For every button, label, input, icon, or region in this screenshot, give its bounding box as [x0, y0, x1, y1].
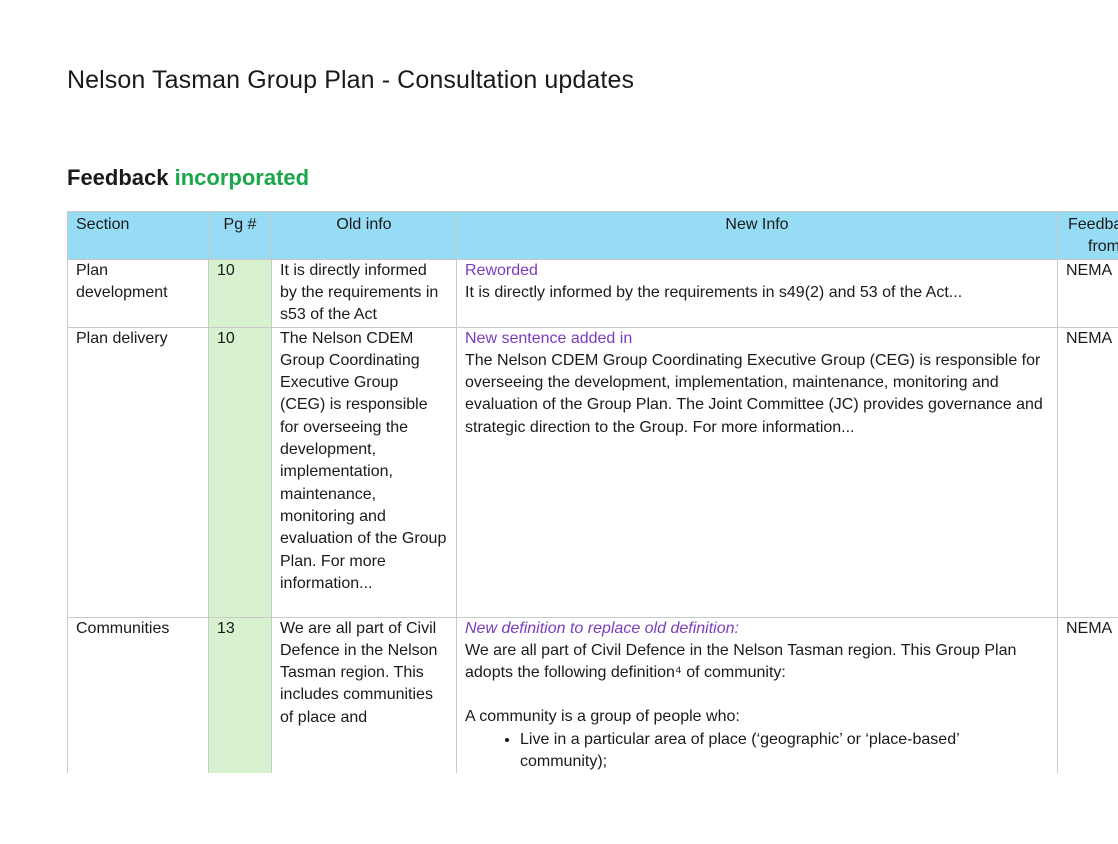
table-row: Plan development 10 It is directly infor… [67, 258, 1118, 328]
section-heading-accent: incorporated [174, 165, 310, 190]
header-section: Section [67, 211, 209, 260]
header-feedback-from: Feedback from [1057, 211, 1118, 260]
section-heading-main: Feedback [67, 165, 169, 190]
change-note: New definition to replace old definition… [465, 619, 739, 637]
cell-old-info: The Nelson CDEM Group Coordinating Execu… [271, 326, 457, 618]
cell-page-number: 10 [208, 258, 272, 328]
cell-section: Plan development [67, 258, 209, 328]
cell-old-info: We are all part of Civil Defence in the … [271, 616, 457, 773]
section-heading: Feedback incorporated [67, 165, 309, 191]
cell-page-number: 10 [208, 326, 272, 618]
feedback-table-container: Section Pg # Old info New Info Feedback … [67, 211, 1118, 773]
cell-section: Communities [67, 616, 209, 773]
feedback-table: Section Pg # Old info New Info Feedback … [67, 211, 1118, 773]
paragraph-spacer [465, 684, 1049, 706]
cell-new-info: Reworded It is directly informed by the … [456, 258, 1058, 328]
cell-feedback-from: NEMA [1057, 326, 1118, 618]
cell-section: Plan delivery [67, 326, 209, 618]
page-title: Nelson Tasman Group Plan - Consultation … [67, 66, 635, 94]
list-item: Live in a particular area of place (‘geo… [520, 729, 1049, 773]
header-new-info: New Info [456, 211, 1058, 260]
header-feedback-line2: from [1088, 238, 1118, 256]
cell-new-info: New sentence added in The Nelson CDEM Gr… [456, 326, 1058, 618]
cell-new-info: New definition to replace old definition… [456, 616, 1058, 773]
new-info-text: We are all part of Civil Defence in the … [465, 641, 1017, 682]
new-info-text: It is directly informed by the requireme… [465, 283, 963, 301]
cell-feedback-from: NEMA [1057, 258, 1118, 328]
header-old-info: Old info [271, 211, 457, 260]
definition-list: Live in a particular area of place (‘geo… [465, 729, 1049, 773]
table-row: Plan delivery 10 The Nelson CDEM Group C… [67, 326, 1118, 618]
cell-old-info: It is directly informed by the requireme… [271, 258, 457, 328]
cell-feedback-from: NEMA [1057, 616, 1118, 773]
header-page-number: Pg # [208, 211, 272, 260]
cell-page-number: 13 [208, 616, 272, 773]
change-note: New sentence added in [465, 329, 633, 347]
table-header-row: Section Pg # Old info New Info Feedback … [67, 211, 1118, 260]
header-feedback-line1: Feedback [1068, 216, 1118, 233]
new-info-intro: A community is a group of people who: [465, 708, 740, 726]
new-info-text: The Nelson CDEM Group Coordinating Execu… [465, 351, 1043, 436]
table-row: Communities 13 We are all part of Civil … [67, 616, 1118, 773]
change-note: Reworded [465, 261, 538, 279]
